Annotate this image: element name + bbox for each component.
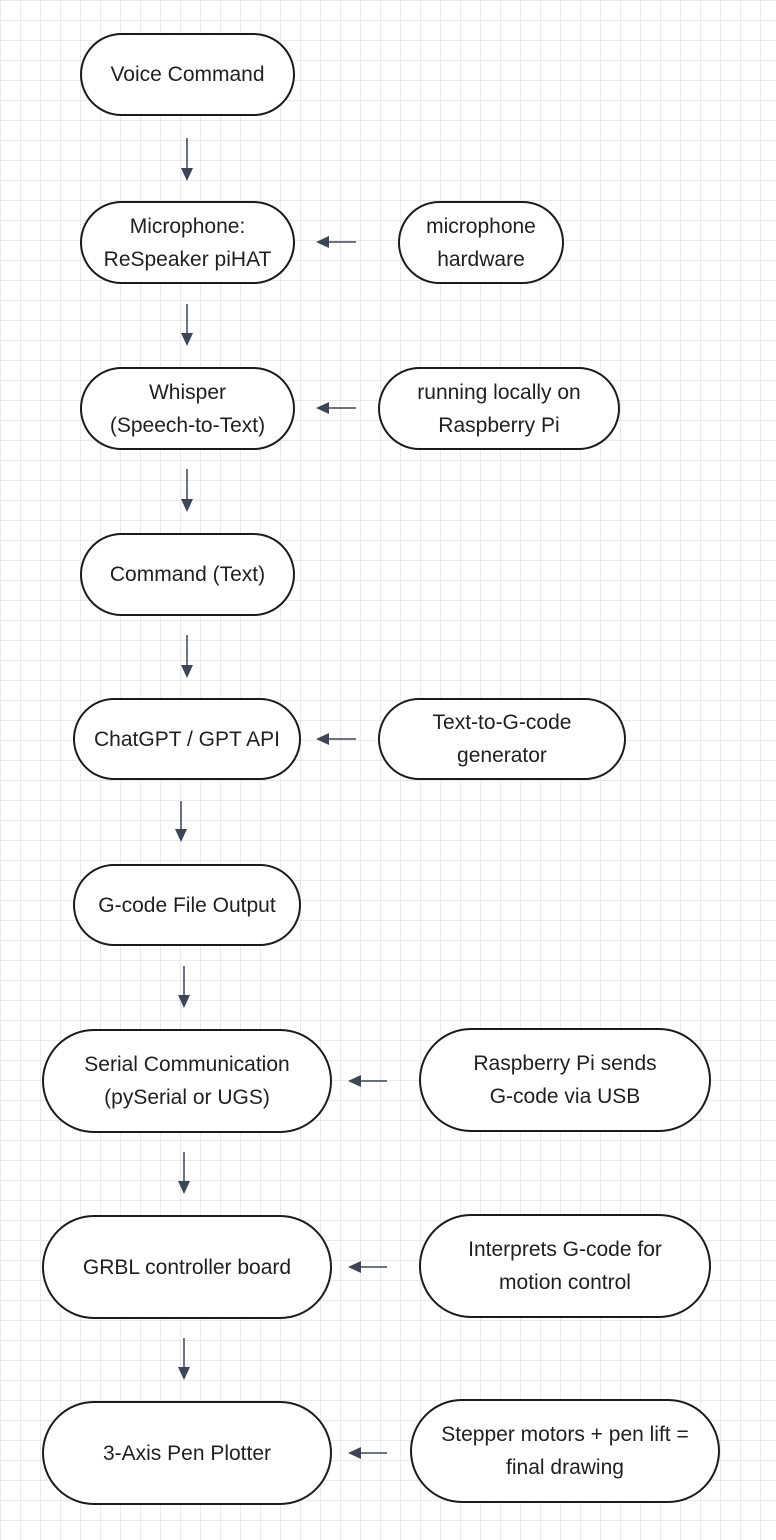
note-raspberry-pi-sends: Raspberry Pi sends G-code via USB	[419, 1028, 711, 1132]
note-text-to-gcode: Text-to-G-code generator	[378, 698, 626, 780]
arrow-note-to-mic	[316, 236, 356, 248]
node-whisper: Whisper (Speech-to-Text)	[80, 367, 295, 450]
note-running-locally: running locally on Raspberry Pi	[378, 367, 620, 450]
arrow-grbl-to-plotter	[178, 1338, 190, 1380]
note-stepper-motors: Stepper motors + pen lift = final drawin…	[410, 1399, 720, 1503]
arrow-voice-to-mic	[181, 138, 193, 181]
node-grbl-controller: GRBL controller board	[42, 1215, 332, 1319]
arrow-chatgpt-to-gcode	[175, 801, 187, 842]
arrow-note-to-serial	[348, 1075, 387, 1087]
arrow-note-to-chatgpt	[316, 733, 356, 745]
node-command-text: Command (Text)	[80, 533, 295, 616]
note-interprets-gcode: Interprets G-code for motion control	[419, 1214, 711, 1318]
arrow-gcode-to-serial	[178, 966, 190, 1008]
note-microphone-hardware: microphone hardware	[398, 201, 564, 284]
arrow-serial-to-grbl	[178, 1152, 190, 1194]
node-chatgpt: ChatGPT / GPT API	[73, 698, 301, 780]
node-serial-communication: Serial Communication (pySerial or UGS)	[42, 1029, 332, 1133]
arrow-command-to-chatgpt	[181, 635, 193, 678]
node-microphone: Microphone: ReSpeaker piHAT	[80, 201, 295, 284]
arrow-mic-to-whisper	[181, 304, 193, 346]
arrow-whisper-to-command	[181, 469, 193, 512]
node-gcode-output: G-code File Output	[73, 864, 301, 946]
arrow-note-to-plotter	[348, 1447, 387, 1459]
arrow-note-to-grbl	[348, 1261, 387, 1273]
node-voice-command: Voice Command	[80, 33, 295, 116]
node-pen-plotter: 3-Axis Pen Plotter	[42, 1401, 332, 1505]
arrow-note-to-whisper	[316, 402, 356, 414]
